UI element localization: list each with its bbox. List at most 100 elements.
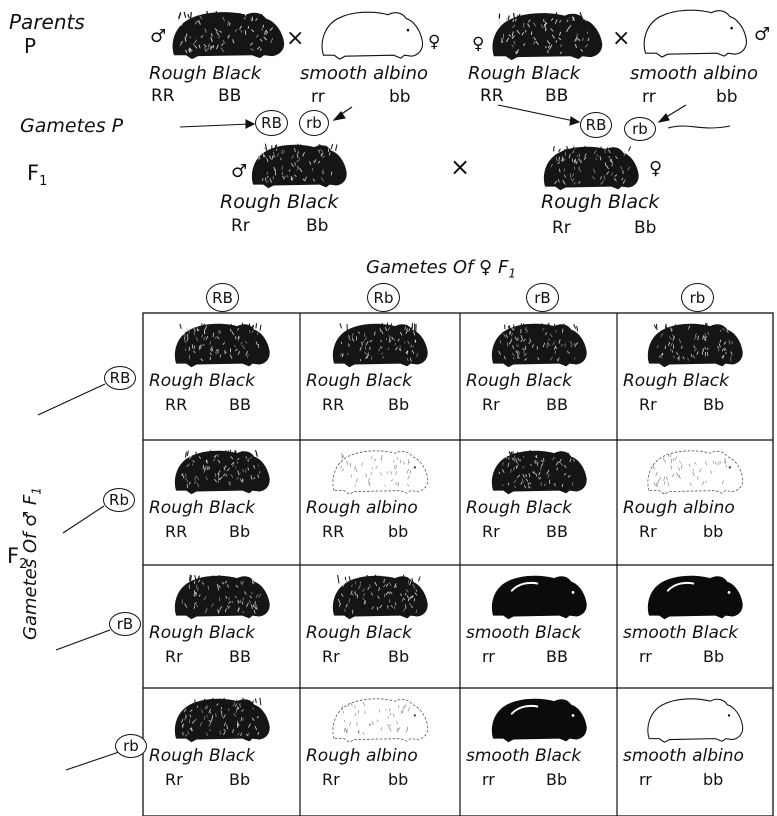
- female-symbol: ♀: [472, 34, 485, 54]
- genotype-label: bb: [388, 522, 409, 541]
- genotype-label: rr: [482, 647, 495, 666]
- phenotype-label: smooth Black: [466, 746, 582, 766]
- cross-symbol: ×: [450, 153, 471, 181]
- phenotype-label: Rough Black: [541, 191, 660, 213]
- genotype-label: bb: [388, 770, 409, 789]
- guinea-pig-rough-black: [171, 319, 273, 369]
- gamete-label: RB: [585, 116, 607, 134]
- phenotype-label: Rough Black: [149, 63, 262, 84]
- genotype-label: BB: [546, 647, 568, 666]
- genotype-label: BB: [218, 86, 242, 106]
- guinea-pig-rough-black: [488, 8, 606, 62]
- guinea-pig-rough-black: [168, 7, 288, 61]
- guinea-pig-rough-black: [540, 142, 642, 192]
- genotype-label: Rr: [639, 395, 657, 414]
- grid-cell: smooth Black rr Bb: [460, 688, 617, 816]
- genotype-label: Bb: [703, 647, 725, 666]
- genotype-label: BB: [546, 522, 568, 541]
- gamete-label: Rb: [109, 491, 129, 509]
- genotype-label: BB: [229, 395, 251, 414]
- guinea-pig-rough-black: [329, 319, 431, 369]
- gamete-label: rb: [689, 288, 706, 307]
- guinea-pig-smooth-albino: [640, 5, 750, 59]
- male-symbol: ♂: [231, 161, 248, 182]
- row-gamete-circle: rB: [109, 612, 141, 636]
- genotype-label: rr: [482, 770, 495, 789]
- genotype-label: Bb: [306, 216, 329, 236]
- genotype-label: Rr: [322, 770, 340, 789]
- gamete-label: Rb: [373, 288, 394, 307]
- genotype-label: Rr: [639, 522, 657, 541]
- genotype-label: Rr: [165, 647, 183, 666]
- genotype-label: Bb: [388, 647, 410, 666]
- genotype-label: RR: [165, 395, 188, 414]
- cross-symbol: ×: [612, 26, 631, 51]
- genotype-label: RR: [322, 522, 345, 541]
- genotype-label: RR: [480, 86, 504, 106]
- phenotype-label: Rough Black: [623, 371, 729, 391]
- f1-label: F1: [27, 161, 48, 190]
- guinea-pig-smooth-black: [488, 694, 590, 744]
- genotype-label: Bb: [546, 770, 568, 789]
- phenotype-label: Rough Black: [306, 623, 412, 643]
- genotype-label: bb: [703, 522, 724, 541]
- guinea-pig-smooth-black: [644, 571, 746, 621]
- row-gamete-circle: Rb: [103, 488, 135, 512]
- genotype-label: RR: [322, 395, 345, 414]
- grid-cell: smooth Black rr Bb: [617, 565, 773, 688]
- genotype-label: Rr: [482, 522, 500, 541]
- row-gamete-circle: RB: [104, 366, 136, 390]
- gamete-circle: RB: [255, 110, 288, 136]
- genotype-label: rr: [639, 647, 652, 666]
- genotype-label: bb: [389, 87, 411, 107]
- genotype-label: rr: [639, 770, 652, 789]
- genotype-label: Rr: [165, 770, 183, 789]
- phenotype-label: smooth albino: [300, 63, 429, 84]
- genotype-label: bb: [703, 770, 724, 789]
- genotype-label: BB: [229, 647, 251, 666]
- genotype-label: Rr: [322, 647, 340, 666]
- phenotype-label: Rough Black: [149, 746, 255, 766]
- phenotype-label: smooth Black: [623, 623, 739, 643]
- phenotype-label: Rough Black: [220, 191, 339, 213]
- male-symbol: ♂: [754, 24, 771, 45]
- row-leader-lines: [37, 383, 120, 771]
- genotype-label: Bb: [634, 218, 657, 238]
- phenotype-label: Rough Black: [306, 371, 412, 391]
- guinea-pig-smooth-black: [488, 571, 590, 621]
- guinea-pig-smooth-albino: [318, 7, 426, 61]
- genotype-label: BB: [545, 86, 569, 106]
- gamete-label: RB: [109, 369, 131, 387]
- gamete-circle: rb: [299, 110, 329, 136]
- gamete-label: rb: [306, 114, 322, 132]
- female-symbol: ♀: [649, 158, 663, 179]
- gamete-label: RB: [261, 114, 282, 132]
- phenotype-label: Rough Black: [466, 498, 572, 518]
- phenotype-label: smooth albino: [630, 63, 759, 84]
- guinea-pig-rough-black: [171, 694, 273, 744]
- genotype-label: Bb: [229, 770, 251, 789]
- column-gamete-circle: rb: [681, 283, 714, 312]
- f2-label: F2: [7, 544, 28, 573]
- genotype-label: rr: [642, 87, 656, 107]
- guinea-pig-rough-black: [171, 446, 273, 496]
- genotype-label: bb: [716, 87, 738, 107]
- phenotype-label: Rough albino: [623, 498, 735, 518]
- phenotype-label: Rough Black: [466, 371, 572, 391]
- gametes-p-label: Gametes P: [20, 115, 124, 137]
- gamete-label: rB: [534, 288, 551, 307]
